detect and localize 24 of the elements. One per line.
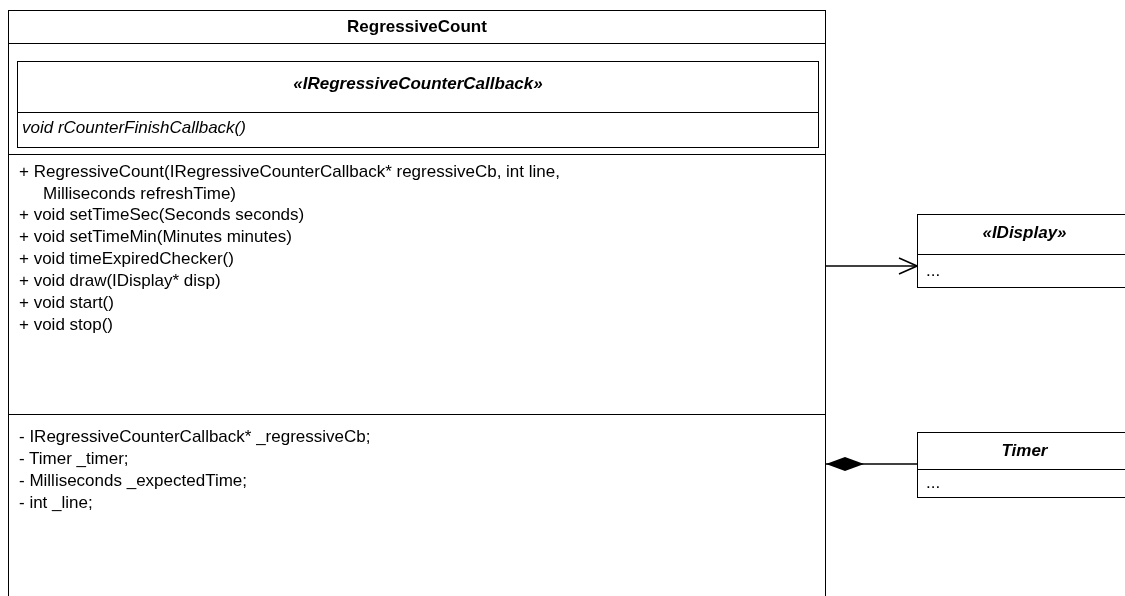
method-text: + RegressiveCount(IRegressiveCounterCallback* regressiveCb, int line, Milliseconds refreshTime) <box>19 161 561 205</box>
method-text: + void draw(IDisplay* disp) <box>19 271 221 291</box>
method-text: + void timeExpiredChecker() <box>19 249 234 269</box>
interface-name: «IRegressiveCounterCallback» <box>292 74 544 94</box>
class-name: Timer <box>1000 441 1049 461</box>
composition-line <box>825 457 918 471</box>
method-text: + void setTimeMin(Minutes minutes) <box>19 227 292 247</box>
interface-box <box>17 61 819 148</box>
ellipsis-text: ... <box>926 261 941 281</box>
class-box <box>917 432 1125 498</box>
attribute-text: - Milliseconds _expectedTime; <box>19 471 247 491</box>
method-text: + void setTimeSec(Seconds seconds) <box>19 205 305 225</box>
attribute-text: - IRegressiveCounterCallback* _regressiveCb; <box>19 427 371 447</box>
ellipsis-text: ... <box>926 473 941 493</box>
interface-name: «IDisplay» <box>981 223 1068 243</box>
association-arrow <box>825 257 918 275</box>
class-box <box>8 10 826 596</box>
class-box <box>917 214 1125 288</box>
attribute-text: - int _line; <box>19 493 93 513</box>
method-text: + void stop() <box>19 315 113 335</box>
method-text: + void start() <box>19 293 114 313</box>
class-name: RegressiveCount <box>346 17 488 37</box>
attribute-text: - Timer _timer; <box>19 449 129 469</box>
method-text: void rCounterFinishCallback() <box>22 118 246 138</box>
